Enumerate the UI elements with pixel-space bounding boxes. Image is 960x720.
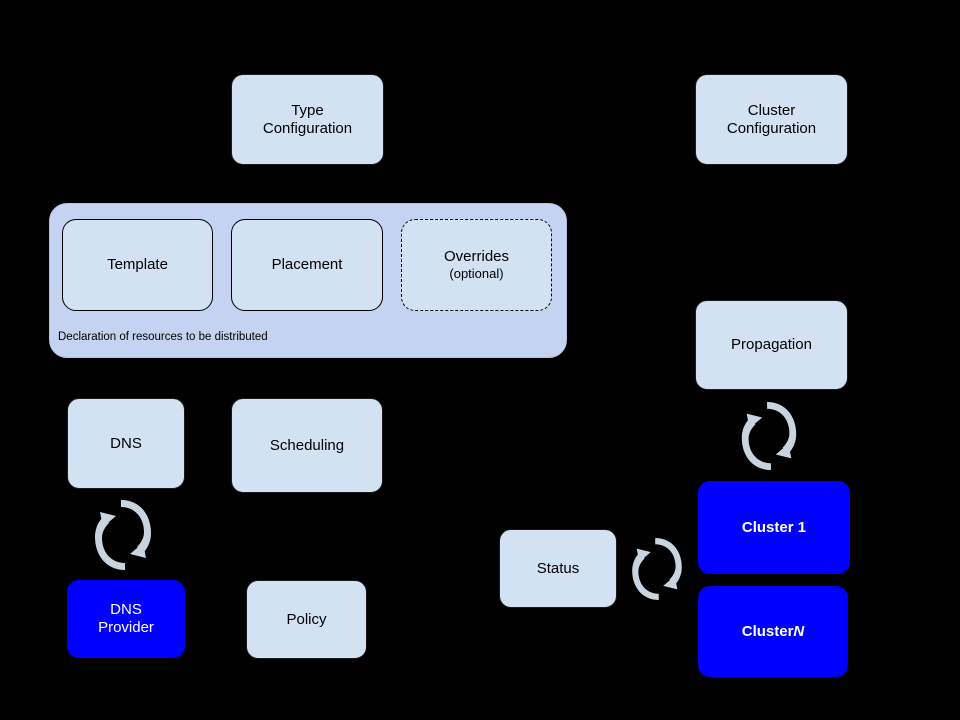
node-cluster-configuration[interactable]: Cluster Configuration: [695, 74, 848, 165]
node-scheduling[interactable]: Scheduling: [231, 398, 383, 493]
node-dns[interactable]: DNS: [67, 398, 185, 489]
node-dns-provider[interactable]: DNS Provider: [67, 580, 185, 658]
node-propagation[interactable]: Propagation: [695, 300, 848, 390]
node-status[interactable]: Status: [499, 529, 617, 608]
node-cluster-n-suffix: N: [793, 622, 805, 640]
sync-arrows-icon-dns: [95, 500, 151, 570]
node-policy[interactable]: Policy: [246, 580, 367, 659]
node-cluster-n[interactable]: Cluster N: [698, 586, 848, 677]
group-caption: Declaration of resources to be distribut…: [58, 331, 268, 343]
node-overrides-label: Overrides: [443, 248, 510, 266]
node-type-configuration[interactable]: Type Configuration: [231, 74, 384, 165]
node-placement[interactable]: Placement: [231, 219, 383, 311]
sync-arrows-icon-propagation: [741, 402, 797, 470]
node-cluster-1[interactable]: Cluster 1: [698, 481, 850, 574]
node-overrides[interactable]: Overrides (optional): [401, 219, 552, 311]
node-cluster-n-prefix: Cluster: [741, 622, 794, 640]
sync-arrows-icon-status: [632, 538, 682, 600]
node-template[interactable]: Template: [62, 219, 213, 311]
node-overrides-sublabel: (optional): [449, 266, 504, 282]
